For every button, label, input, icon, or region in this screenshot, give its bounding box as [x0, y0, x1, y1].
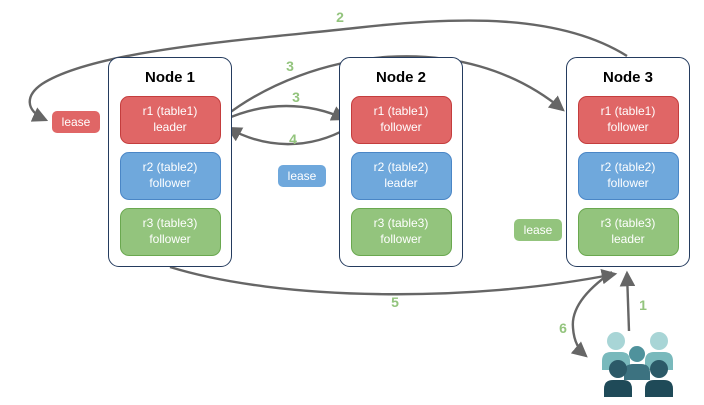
lease-badge-red: lease [52, 111, 100, 133]
arrow-step-2 [28, 19, 628, 122]
users-icon [602, 332, 673, 397]
replica-role: leader [153, 120, 187, 134]
replica-role: leader [384, 176, 418, 190]
replica-role: follower [607, 176, 649, 190]
replica-role: follower [607, 120, 649, 134]
step-label-1: 1 [639, 297, 647, 313]
replica-role: follower [380, 120, 422, 134]
node-1-title: Node 1 [144, 69, 195, 86]
replica-name: r1 (table1) [600, 104, 656, 119]
node-1-replica-r2: r2 (table2) follower [119, 152, 221, 200]
replica-role: leader [611, 232, 645, 246]
replica-name: r1 (table1) [373, 104, 429, 119]
lease-badge-green: lease [514, 219, 562, 241]
arrow-step-5 [169, 265, 618, 296]
step-label-6: 6 [559, 320, 567, 336]
arrow-step-3-to-node2 [223, 104, 348, 122]
step-label-4: 4 [289, 131, 297, 147]
replica-name: r2 (table2) [142, 160, 198, 175]
node-3-replica-r3: r3 (table3) leader [577, 208, 679, 256]
replica-name: r3 (table3) [142, 216, 198, 231]
node-2-replica-r3: r3 (table3) follower [350, 208, 452, 256]
lease-label: lease [523, 223, 553, 237]
node-3: Node 3 r1 (table1) follower r2 (table2) … [566, 57, 690, 267]
node-3-replica-r1: r1 (table1) follower [577, 96, 679, 144]
node-3-title: Node 3 [602, 69, 653, 86]
replica-role: follower [149, 232, 191, 246]
replica-name: r1 (table1) [142, 104, 198, 119]
replica-role: follower [149, 176, 191, 190]
node-2: Node 2 r1 (table1) follower r2 (table2) … [339, 57, 463, 267]
step-label-2: 2 [336, 9, 344, 25]
replica-name: r2 (table2) [600, 160, 656, 175]
arrow-step-1 [619, 270, 636, 332]
replica-name: r3 (table3) [600, 216, 656, 231]
node-2-replica-r1: r1 (table1) follower [350, 96, 452, 144]
lease-badge-blue: lease [278, 165, 326, 187]
node-1-replica-r1: r1 (table1) leader [119, 96, 221, 144]
node-2-replica-r2: r2 (table2) leader [350, 152, 452, 200]
replica-name: r3 (table3) [373, 216, 429, 231]
arrow-step-6 [570, 271, 613, 358]
arrow-step-4 [225, 126, 349, 146]
lease-label: lease [61, 115, 91, 129]
arrow-step-3-to-node3 [223, 55, 565, 118]
step-label-3-to-node2: 3 [292, 89, 300, 105]
node-2-title: Node 2 [375, 69, 426, 86]
replica-role: follower [380, 232, 422, 246]
node-3-replica-r2: r2 (table2) follower [577, 152, 679, 200]
node-1-replica-r3: r3 (table3) follower [119, 208, 221, 256]
replica-name: r2 (table2) [373, 160, 429, 175]
lease-label: lease [287, 169, 317, 183]
node-1: Node 1 r1 (table1) leader r2 (table2) fo… [108, 57, 232, 267]
step-label-5: 5 [391, 294, 399, 310]
step-label-3-to-node3: 3 [286, 58, 294, 74]
user-figure [602, 332, 673, 397]
